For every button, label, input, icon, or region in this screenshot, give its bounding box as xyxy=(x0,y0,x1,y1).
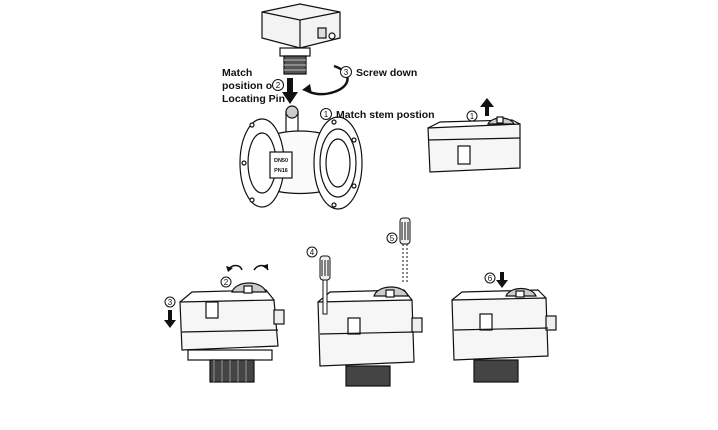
actuator-bottom-right xyxy=(451,287,557,383)
rotate-arrows-icon xyxy=(226,264,269,272)
valve-marking-pn: PN16 xyxy=(274,168,288,174)
step-number-push-down: 3 xyxy=(168,298,173,307)
step-number-screwdriver-right: 5 xyxy=(390,234,395,243)
step-number-press-knob: 6 xyxy=(488,274,493,283)
down-arrow-press-icon xyxy=(496,272,508,288)
step-badge-screw-down xyxy=(340,66,352,78)
valve-marking-dn: DN50 xyxy=(274,158,288,164)
screwdriver-right xyxy=(399,217,411,284)
step-number-rotate-knob: 2 xyxy=(224,278,229,287)
step-number-remove-knob: 1 xyxy=(470,112,475,121)
down-arrow-icon xyxy=(282,78,298,104)
label-screw-down: Screw down xyxy=(356,67,417,79)
label-match-position-1: Match xyxy=(222,67,252,79)
step-badge-screwdriver-left xyxy=(306,246,318,258)
screwdriver-left xyxy=(319,255,331,315)
actuator-bottom-left xyxy=(179,282,285,383)
down-arrow-small-icon xyxy=(164,310,176,328)
step-number-screwdriver-left: 4 xyxy=(310,248,315,257)
up-arrow-icon xyxy=(480,98,494,116)
step-number-match-position: 2 xyxy=(276,81,281,90)
step-badge-push-down xyxy=(164,296,176,308)
label-match-stem: Match stem postion xyxy=(336,109,435,121)
step-badge-match-stem xyxy=(320,108,332,120)
step-badge-press-knob xyxy=(484,272,496,284)
step-badge-remove-knob xyxy=(466,110,478,122)
valve-body xyxy=(239,105,363,210)
label-match-position-3: Locating Pin xyxy=(222,93,285,105)
step-badge-rotate-knob xyxy=(220,276,232,288)
step-badge-screwdriver-right xyxy=(386,232,398,244)
top-actuator xyxy=(261,3,341,75)
step-number-screw-down: 3 xyxy=(344,68,349,77)
step-badge-match-position xyxy=(272,79,284,91)
step-number-match-stem: 1 xyxy=(324,110,329,119)
actuator-bottom-middle xyxy=(317,286,423,387)
label-match-position-2: position of xyxy=(222,80,276,92)
actuator-knob-removal xyxy=(427,116,521,173)
